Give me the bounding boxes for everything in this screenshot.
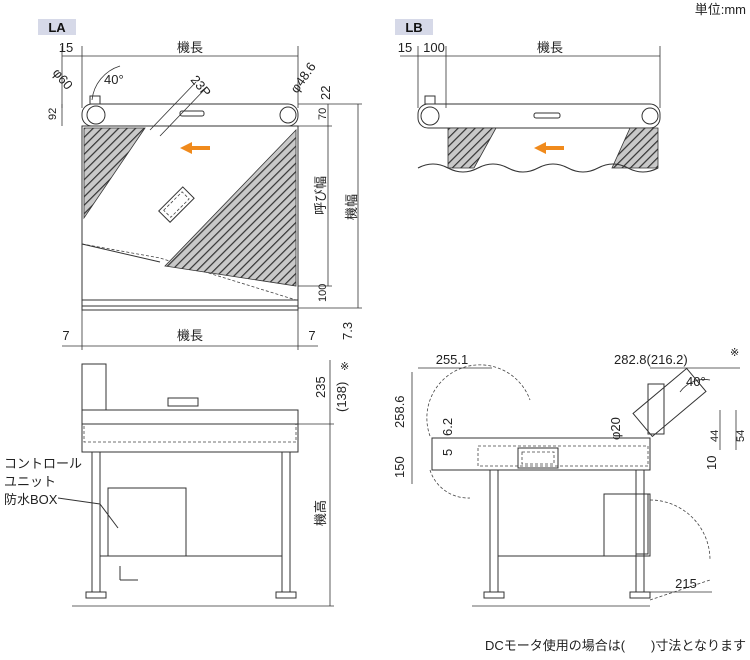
front-dim-235: 235 [313, 376, 328, 398]
side-dim-54: 54 [735, 430, 747, 442]
la-dim-7-left: 7 [62, 328, 69, 343]
footnote: DCモータ使用の場合は( )寸法となります [485, 638, 746, 653]
la-tag-bg [38, 19, 76, 35]
label-control-unit-2: ユニット [4, 474, 56, 489]
la-top-view: LA 15 機長 φ60 40° 23P φ48.6 22 92 [38, 19, 362, 350]
la-dim-yobihaba: 呼び幅 [313, 176, 328, 215]
side-dim-5: 5 [440, 449, 455, 456]
la-dim-15: 15 [59, 40, 73, 55]
side-dim-40deg: 40° [686, 374, 706, 389]
unit-label: 単位:mm [695, 2, 746, 17]
side-dim-150: 150 [392, 456, 407, 478]
lb-dim-kichou: 機長 [537, 40, 563, 55]
lb-tag-bg [395, 19, 433, 35]
side-dim-215: 215 [675, 576, 697, 591]
la-dim-22: 22 [318, 86, 333, 100]
side-dim-44: 44 [709, 430, 721, 442]
la-dim-7-right: 7 [308, 328, 315, 343]
lb-tag: LB [405, 20, 422, 35]
side-dim-10: 10 [704, 456, 719, 470]
la-dim-phi486: φ48.6 [287, 59, 319, 95]
side-dim-2551: 255.1 [436, 352, 469, 367]
la-dim-kihaba: 機幅 [344, 194, 359, 220]
la-dim-100: 100 [317, 284, 329, 302]
side-view: 255.1 282.8(216.2) ※ 258.6 150 6.2 5 φ20… [392, 347, 747, 607]
la-dim-92: 92 [47, 108, 59, 120]
la-flow-arrow [180, 142, 210, 154]
lb-dim-100: 100 [423, 40, 445, 55]
side-dim-62: 6.2 [440, 418, 455, 436]
lb-top-view: LB 15 100 機長 [395, 19, 661, 173]
side-dim-2586: 258.6 [392, 395, 407, 428]
side-asterisk: ※ [730, 347, 739, 359]
la-dim-73: 7.3 [340, 322, 355, 340]
la-dim-kichou-bottom: 機長 [177, 328, 203, 343]
label-waterproof-box: 防水BOX [4, 492, 58, 507]
front-dim-138: (138) [334, 382, 349, 412]
la-dim-23p: 23P [188, 72, 214, 99]
side-dim-phi20: φ20 [608, 417, 623, 440]
la-dim-70: 70 [317, 108, 329, 120]
front-view: 235 (138) ※ 機高 コントロール ユニット 防水BOX [4, 360, 349, 607]
lb-flow-arrow [534, 142, 564, 154]
la-dim-40deg: 40° [104, 72, 124, 87]
la-tag: LA [48, 20, 66, 35]
la-dim-kichou-top: 機長 [177, 40, 203, 55]
side-dim-2828: 282.8(216.2) [614, 352, 688, 367]
front-asterisk: ※ [340, 361, 349, 373]
lb-dim-15: 15 [398, 40, 412, 55]
front-dim-kikou: 機高 [313, 500, 328, 526]
la-dim-phi60: φ60 [50, 65, 76, 92]
label-control-unit-1: コントロール [4, 456, 82, 471]
